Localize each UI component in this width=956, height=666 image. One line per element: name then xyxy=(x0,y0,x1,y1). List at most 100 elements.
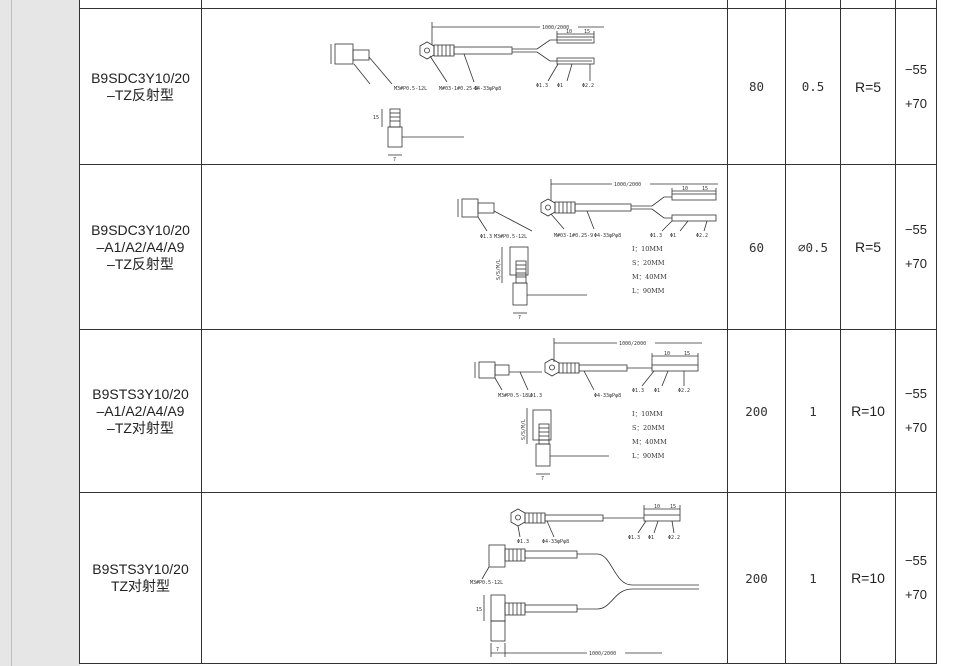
dim-label: 15 xyxy=(476,607,482,613)
hex-bore xyxy=(549,364,555,371)
model-cell: B9STS3Y10/20 –A1/A2/A4/A9 –TZ对射型 xyxy=(79,329,202,493)
table-row: B9STS3Y10/20 –A1/A2/A4/A9 –TZ对射型 M3#P0.5… xyxy=(79,329,937,493)
dim-label: 15 xyxy=(702,186,708,192)
fiber-tip xyxy=(556,36,595,44)
temperature-cell: −55 +70 xyxy=(895,329,937,493)
cable-length-label: 1000/2000 xyxy=(614,182,641,188)
drawing-cell: Φ1.3 M3#P0.5-12L M#03-1#0.25-9 Φ4-33φPφ8 xyxy=(201,164,728,330)
model-cell: B9SDC3Y10/20 –A1/A2/A4/A9 –TZ反射型 xyxy=(79,164,202,330)
dim-label: 10 xyxy=(664,351,670,357)
sensor-drawing: M3#P0.5-18L Φ1.3 Φ4-33φPφ8 1000/2000 xyxy=(474,338,702,482)
connector-plug xyxy=(477,202,495,214)
cable-length-label: 1000/2000 xyxy=(619,341,646,347)
leader-line xyxy=(429,55,448,83)
connector-body xyxy=(490,594,506,622)
spec-label: Φ4-33φPφ8 xyxy=(594,233,621,239)
value-cell: 200 xyxy=(727,492,786,664)
tip-label: Φ2.2 xyxy=(696,233,708,239)
tip-label: Φ1.3 xyxy=(536,83,548,89)
leader-line xyxy=(368,56,393,85)
hex-bore xyxy=(515,514,521,521)
length-legend-item: M：40MM xyxy=(632,438,667,446)
dim-label: S/S/M/L xyxy=(496,259,502,280)
dim-label: 7 xyxy=(518,315,521,321)
dim-label: 15 xyxy=(670,504,676,510)
left-margin-panel xyxy=(0,0,80,666)
radius-cell: R=10 xyxy=(840,492,896,664)
tip-label: Φ1 xyxy=(670,233,676,239)
temp-high: +70 xyxy=(904,95,928,111)
dim-label: 10 xyxy=(682,186,688,192)
probe-tube xyxy=(524,550,578,559)
fiber-tip xyxy=(643,514,681,522)
probe-tube xyxy=(574,203,632,212)
value-cell: ∅0.5 xyxy=(785,164,841,330)
thread-label: M3#P0.5-18L xyxy=(498,393,531,399)
dim-label: 7 xyxy=(393,157,396,163)
temperature-cell: −55 +70 xyxy=(895,164,937,330)
thread-label: M3#P0.5-12L xyxy=(494,234,527,240)
probe-thread xyxy=(524,512,546,524)
cable-branch xyxy=(536,39,592,50)
temp-high: +70 xyxy=(904,256,928,271)
margin-rule xyxy=(11,0,12,666)
table-row: B9SDC3Y10/20 –A1/A2/A4/A9 –TZ反射型 Φ1.3 M3… xyxy=(79,164,937,330)
model-cell: B9STS3Y10/20 TZ对射型 xyxy=(79,492,202,664)
connector-body xyxy=(461,198,479,218)
tip-label: Φ2.2 xyxy=(668,535,680,541)
hex-head xyxy=(544,358,560,377)
model-line: B9STS3Y10/20 xyxy=(92,385,189,402)
sensor-housing xyxy=(509,246,529,276)
dim-label: 15 xyxy=(373,115,379,121)
spec-label: Φ1.3 xyxy=(480,234,492,240)
thread-label: M3#P0.5-12L xyxy=(394,86,427,92)
tip-label: Φ1 xyxy=(557,83,563,89)
spec-label: M#03-1#0.25-9 xyxy=(554,233,593,239)
temp-low: −55 xyxy=(904,386,928,401)
fiber-tip xyxy=(671,193,717,201)
tip-label: Φ1 xyxy=(654,388,660,394)
dim-label: S/S/M/L xyxy=(521,419,527,440)
connector-plug xyxy=(494,364,510,376)
connector-body xyxy=(334,43,354,65)
temperature-cell: −55 +70 xyxy=(895,492,937,664)
connector-body xyxy=(478,361,496,379)
probe-thread xyxy=(504,602,526,616)
probe-tube xyxy=(578,364,628,372)
model-line: TZ对射型 xyxy=(110,578,171,594)
model-line: –TZ反射型 xyxy=(107,86,174,103)
length-legend-item: L：90MM xyxy=(632,287,665,295)
probe-thread xyxy=(554,201,576,214)
cable-branch xyxy=(577,588,699,610)
value-cell: 0.5 xyxy=(785,8,841,165)
spec-label: Φ1.3 xyxy=(517,539,529,545)
sensor-body xyxy=(490,620,506,642)
radius-cell: R=10 xyxy=(840,329,896,493)
cable-branch xyxy=(577,553,699,586)
fiber-tip xyxy=(651,364,699,372)
probe-tube xyxy=(453,46,513,55)
leader-line xyxy=(353,63,371,85)
table-row: B9STS3Y10/20 TZ对射型 Φ1.3 Φ4-33φPφ8 xyxy=(79,492,937,664)
model-line: B9STS3Y10/20 xyxy=(92,561,189,577)
value-cell: 1 xyxy=(785,492,841,664)
probe-thread xyxy=(558,362,580,374)
connector-body xyxy=(488,544,506,568)
tip-label: Φ1.3 xyxy=(650,233,662,239)
dim-label: 10 xyxy=(566,29,572,35)
value-cell: 60 xyxy=(727,164,786,330)
temperature-cell: −55 +70 xyxy=(895,8,937,165)
model-line: B9SDC3Y10/20 xyxy=(91,221,190,238)
spec-label: M#03-1#0.25-9 xyxy=(439,86,478,92)
temp-high: +70 xyxy=(904,420,928,435)
radius-cell: R=5 xyxy=(840,164,896,330)
radius-cell: R=5 xyxy=(840,8,896,165)
drawing-cell: Φ1.3 Φ4-33φPφ8 10 15 Φ1.3 Φ1 Φ2.2 xyxy=(201,492,728,664)
probe-thread xyxy=(504,548,526,562)
tip-label: Φ1.3 xyxy=(628,535,640,541)
dim-label: 7 xyxy=(496,647,499,653)
spec-label: Φ4-33φPφ8 xyxy=(474,86,501,92)
sensor-body xyxy=(387,126,403,148)
temp-low: −55 xyxy=(904,553,928,568)
dim-label: 15 xyxy=(584,29,590,35)
